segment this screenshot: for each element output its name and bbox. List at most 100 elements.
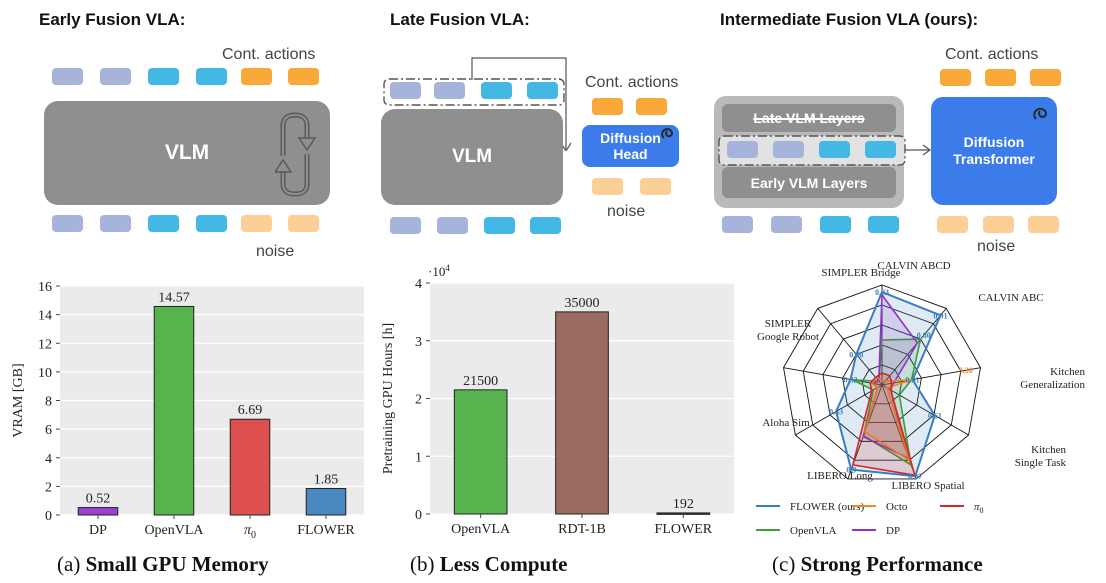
radar-value-label: 0.61: [928, 412, 942, 421]
early-vlm-layers-label: Early VLM Layers: [750, 174, 868, 191]
action-token: [1030, 69, 1061, 86]
action-token: [592, 98, 623, 115]
x-tick-label: OpenVLA: [144, 523, 204, 538]
noise-token: [983, 216, 1014, 233]
legend-label: Octo: [886, 501, 908, 513]
x-tick-label: RDT-1B: [558, 522, 606, 537]
early-actions-label: Cont. actions: [222, 46, 316, 63]
y-tick-label: 4: [45, 452, 52, 467]
x-tick-label: FLOWER: [297, 523, 355, 538]
bar-value-label: 192: [673, 497, 694, 512]
action-token: [985, 69, 1016, 86]
legend-label: OpenVLA: [790, 525, 836, 537]
input-token: [868, 216, 899, 233]
action-token: [940, 69, 971, 86]
bar: [153, 305, 195, 516]
noise-token: [241, 215, 272, 232]
input-token: [527, 82, 558, 99]
input-token: [196, 215, 227, 232]
diffusion-transformer-label: Diffusion Transformer: [953, 134, 1035, 167]
intermediate-connector: [718, 135, 932, 166]
early-vlm-label: VLM: [164, 141, 210, 164]
noise-token: [1028, 216, 1059, 233]
y-tick-label: 2: [45, 480, 52, 495]
y-scale-label: ·104: [428, 263, 450, 279]
input-token: [481, 82, 512, 99]
diffusion-head-label: Diffusion Head: [600, 130, 661, 162]
radar-axis-label: LIBERO Long: [807, 470, 873, 482]
input-token: [100, 68, 131, 85]
radar-value-label: 0.30: [959, 366, 973, 375]
x-tick-label: π0: [244, 523, 256, 540]
late-noise-label: noise: [607, 203, 646, 220]
bar: [453, 389, 508, 515]
y-tick-label: 3: [415, 335, 422, 350]
performance-radar-chart: 0.930.910.310.610.970.90.530.320.400.300…: [756, 260, 1085, 537]
y-tick-label: 0: [415, 508, 422, 523]
input-token: [100, 215, 131, 232]
bar-value-label: 35000: [565, 296, 600, 311]
input-token: [390, 217, 421, 234]
early-noise-label: noise: [256, 243, 295, 260]
y-tick-label: 10: [38, 366, 52, 381]
spiral-icon: [1033, 107, 1047, 120]
y-tick-label: 14: [38, 309, 52, 324]
radar-axis-label: CALVIN ABC: [978, 292, 1043, 304]
radar-series-octo: [863, 376, 912, 463]
input-token: [771, 216, 802, 233]
radar-value-label: 0.97: [908, 472, 922, 481]
input-token: [52, 215, 83, 232]
caption-b-prefix: (b): [410, 552, 440, 576]
radar-spoke: [817, 308, 883, 386]
radar-axis-label: LIBERO Spatial: [891, 480, 964, 492]
late-vlm-layers-label: Late VLM Layers: [753, 110, 865, 126]
radar-spoke: [881, 308, 947, 386]
input-token: [52, 68, 83, 85]
x-tick-label: FLOWER: [655, 522, 713, 537]
radar-series--0: [851, 372, 916, 477]
caption-a-title: Small GPU Memory: [85, 552, 269, 576]
radar-value-label: 0.9: [846, 466, 856, 475]
radar-gridline: [783, 284, 981, 480]
radar-value-label: 0.53: [829, 408, 843, 417]
late-vlm-layers-box: Late VLM Layers: [722, 104, 896, 132]
radar-value-label: 0.80: [917, 331, 931, 340]
bar-value-label: 1.85: [314, 473, 339, 488]
bar: [77, 507, 119, 516]
radar-axis-label: CALVIN ABCD: [877, 260, 950, 272]
y-tick-label: 8: [45, 395, 52, 410]
intermediate-noise-label: noise: [977, 238, 1016, 255]
y-tick-label: 12: [38, 337, 52, 352]
radar-value-label: 0.91: [933, 311, 947, 320]
y-tick-label: 6: [45, 423, 52, 438]
y-axis-label: VRAM [GB]: [11, 363, 26, 437]
y-tick-label: 2: [415, 393, 422, 408]
caption-b: (b) Less Compute: [410, 552, 568, 577]
y-tick-label: 0: [45, 509, 52, 524]
action-token: [636, 98, 667, 115]
input-token: [819, 141, 850, 158]
caption-c-prefix: (c): [772, 552, 801, 576]
bar: [229, 418, 271, 516]
caption-b-title: Less Compute: [439, 552, 568, 576]
radar-value-label: 0.40: [849, 350, 863, 359]
input-token: [196, 68, 227, 85]
intermediate-actions-label: Cont. actions: [945, 46, 1039, 63]
action-token: [288, 68, 319, 85]
legend-label: FLOWER (ours): [790, 501, 865, 513]
input-token: [148, 68, 179, 85]
radar-spoke: [881, 367, 981, 386]
late-vlm-box: VLM: [381, 109, 563, 205]
action-token: [241, 68, 272, 85]
caption-a: (a) Small GPU Memory: [57, 552, 269, 577]
noise-token: [592, 178, 623, 195]
intermediate-fusion-title: Intermediate Fusion VLA (ours):: [720, 10, 979, 29]
bar-value-label: 21500: [463, 374, 498, 389]
input-token: [390, 82, 421, 99]
bar: [555, 311, 609, 515]
loop-arrows-icon: [275, 112, 317, 197]
input-token: [727, 141, 758, 158]
radar-axis-label: Aloha Sim: [762, 417, 810, 429]
late-actions-label: Cont. actions: [585, 74, 679, 91]
